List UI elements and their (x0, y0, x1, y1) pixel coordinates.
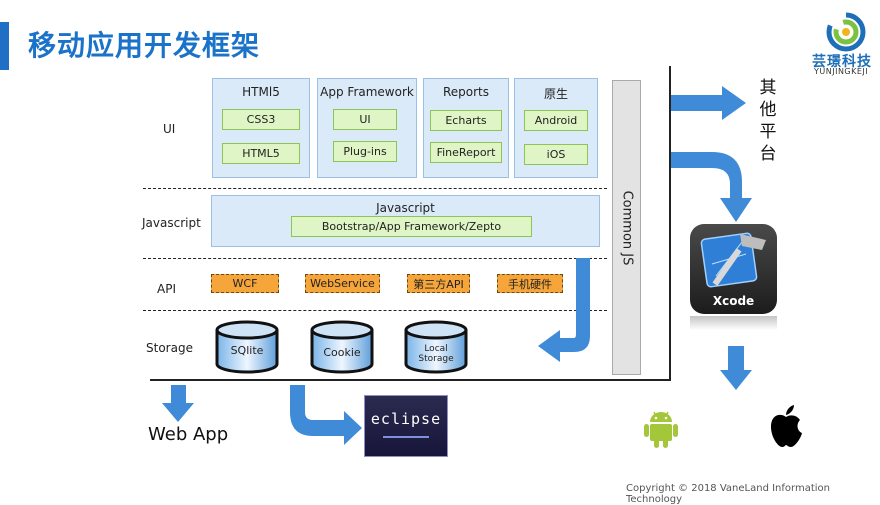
company-subtitle: YUNJINGKEJI (814, 67, 869, 76)
ui-item-ios: iOS (524, 144, 588, 165)
ui-box-html5: HTMl5 CSS3 HTML5 (212, 78, 310, 178)
title-accent-bar (0, 22, 9, 70)
eclipse-logo: eclipse (364, 395, 448, 457)
javascript-box-title: Javascript (376, 201, 435, 215)
javascript-libraries: Bootstrap/App Framework/Zepto (291, 216, 532, 237)
ui-item-plug-ins: Plug-ins (333, 141, 397, 162)
api-item-webservice: WebService (305, 274, 380, 293)
right-frame-line (669, 66, 671, 381)
eclipse-underline (383, 436, 429, 438)
curved-arrow-icon (290, 385, 362, 445)
page-title: 移动应用开发框架 (28, 29, 261, 62)
xcode-label: Xcode (712, 294, 755, 308)
xcode-hammer-icon (700, 232, 766, 288)
company-logo-icon (826, 12, 866, 52)
ui-item-ui: UI (333, 109, 397, 130)
layer-label-storage: Storage (146, 341, 193, 355)
curved-arrow-icon (671, 152, 752, 222)
copyright-text: Copyright © 2018 VaneLand Information Te… (626, 483, 830, 505)
apple-icon (771, 405, 802, 447)
storage-local-storage: Local Storage (404, 320, 468, 374)
xcode-logo: Xcode (690, 224, 777, 314)
ui-item-echarts: Echarts (430, 110, 502, 131)
layer-label-ui: UI (163, 122, 176, 136)
api-item-wcf: WCF (211, 274, 279, 293)
api-item-third-party: 第三方API (407, 274, 470, 293)
other-platform-label: 其 他 平 台 (759, 78, 777, 164)
storage-label: Cookie (323, 346, 361, 359)
ui-box-title: Reports (442, 85, 490, 99)
ui-item-android: Android (524, 110, 588, 131)
ui-box-native: 原生 Android iOS (514, 78, 598, 178)
ui-box-title: 原生 (543, 87, 568, 101)
api-item-hardware: 手机硬件 (497, 274, 563, 293)
ui-item-finereport: FineReport (430, 142, 502, 163)
layer-divider (143, 188, 607, 189)
ui-box-title: App Framework (320, 85, 414, 99)
ui-item-html5: HTML5 (222, 143, 300, 164)
storage-label: Local Storage (418, 344, 454, 364)
curved-arrow-icon (538, 258, 590, 362)
android-icon (644, 411, 678, 448)
down-arrow-icon (720, 346, 752, 390)
database-icon (404, 320, 468, 374)
ui-item-css3: CSS3 (222, 109, 300, 130)
bottom-frame-line (150, 379, 671, 381)
web-app-label: Web App (148, 424, 229, 445)
layer-divider (143, 258, 607, 259)
company-name: 芸璟科技 (812, 54, 872, 70)
xcode-reflection (690, 316, 777, 330)
javascript-box: Javascript Bootstrap/App Framework/Zepto (211, 195, 600, 247)
database-icon (310, 320, 374, 374)
storage-sqlite: SQlite (215, 320, 279, 374)
down-arrow-icon (162, 385, 194, 422)
ui-box-app-framework: App Framework UI Plug-ins (317, 78, 417, 178)
ui-box-reports: Reports Echarts FineReport (423, 78, 509, 178)
storage-label: SQlite (230, 344, 264, 357)
eclipse-label: eclipse (370, 410, 442, 428)
right-arrow-icon (671, 86, 746, 120)
database-icon (215, 320, 279, 374)
storage-cookie: Cookie (310, 320, 374, 374)
ui-box-title: HTMl5 (242, 85, 280, 99)
layer-divider (143, 310, 607, 311)
layer-label-javascript: Javascript (142, 216, 201, 230)
common-js-bar: Common JS (612, 80, 641, 375)
layer-label-api: API (157, 282, 176, 296)
